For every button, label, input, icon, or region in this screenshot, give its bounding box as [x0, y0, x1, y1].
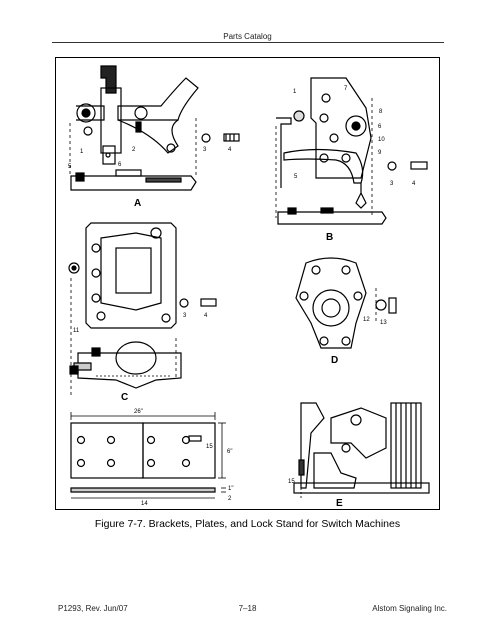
callout-label: 11 — [73, 328, 80, 334]
panel-letter: B — [326, 232, 333, 243]
panel-e-labels: 15 E — [288, 479, 343, 509]
callout-label: 3 — [183, 313, 187, 319]
callout-label: 4 — [228, 147, 232, 153]
footer-company: Alstom Signaling Inc. — [372, 604, 447, 613]
callout-label: 7 — [344, 86, 348, 92]
panel-letter: D — [331, 355, 338, 366]
panel-plate-labels: 15 14 26" 6" 1" 2 — [134, 409, 233, 507]
running-header: Parts Catalog — [223, 32, 272, 41]
callout-label: 4 — [204, 313, 208, 319]
dimension-label: 2 — [228, 496, 232, 502]
callout-label: 15 — [288, 479, 295, 485]
figure-frame: 1 2 3 4 5 6 A 1 7 8 9 10 5 3 4 6 B 3 4 1… — [55, 57, 440, 510]
dimension-label: 1" — [228, 486, 233, 492]
dimension-label: 26" — [134, 409, 143, 415]
dimension-label: 6" — [227, 449, 232, 455]
callout-label: 13 — [380, 320, 387, 326]
callout-label: 15 — [206, 444, 213, 450]
header-rule — [52, 42, 444, 43]
callout-label: 12 — [363, 317, 370, 323]
panel-d-drawing — [295, 257, 397, 349]
callout-label: 5 — [294, 174, 298, 180]
callout-label: 2 — [132, 147, 136, 153]
panel-d-labels: 12 13 D — [331, 317, 387, 366]
panel-b-drawing — [275, 77, 428, 225]
callout-label: 1 — [293, 89, 297, 95]
callout-label: 10 — [378, 137, 385, 143]
footer-page-number: 7–18 — [238, 604, 257, 613]
panel-letter: A — [134, 198, 141, 209]
footer-document-id: P1293, Rev. Jun/07 — [58, 604, 128, 613]
callout-label: 4 — [412, 181, 416, 187]
panel-e-drawing — [293, 402, 430, 498]
callout-label: 3 — [203, 147, 207, 153]
callout-label: 6 — [118, 162, 122, 168]
callout-label: 8 — [379, 109, 383, 115]
callout-label: 6 — [378, 124, 382, 130]
callout-label: 3 — [390, 181, 394, 187]
parts-drawing: 1 2 3 4 5 6 A 1 7 8 9 10 5 3 4 6 B 3 4 1… — [68, 65, 430, 509]
panel-b-labels: 1 7 8 9 10 5 3 4 6 B — [293, 86, 416, 243]
panel-plate-drawing — [70, 412, 226, 499]
figure-caption: Figure 7-7. Brackets, Plates, and Lock S… — [94, 518, 401, 530]
callout-label: 14 — [141, 501, 148, 507]
panel-c-drawing — [68, 222, 217, 398]
panel-c-labels: 3 4 11 C — [73, 313, 208, 403]
panel-a-drawing — [69, 65, 240, 191]
callout-label: 9 — [378, 150, 382, 156]
panel-a-labels: 1 2 3 4 5 6 A — [68, 147, 232, 209]
callout-label: 5 — [68, 164, 72, 170]
callout-label: 1 — [80, 149, 84, 155]
panel-letter: E — [336, 498, 343, 509]
panel-letter: C — [121, 392, 128, 403]
